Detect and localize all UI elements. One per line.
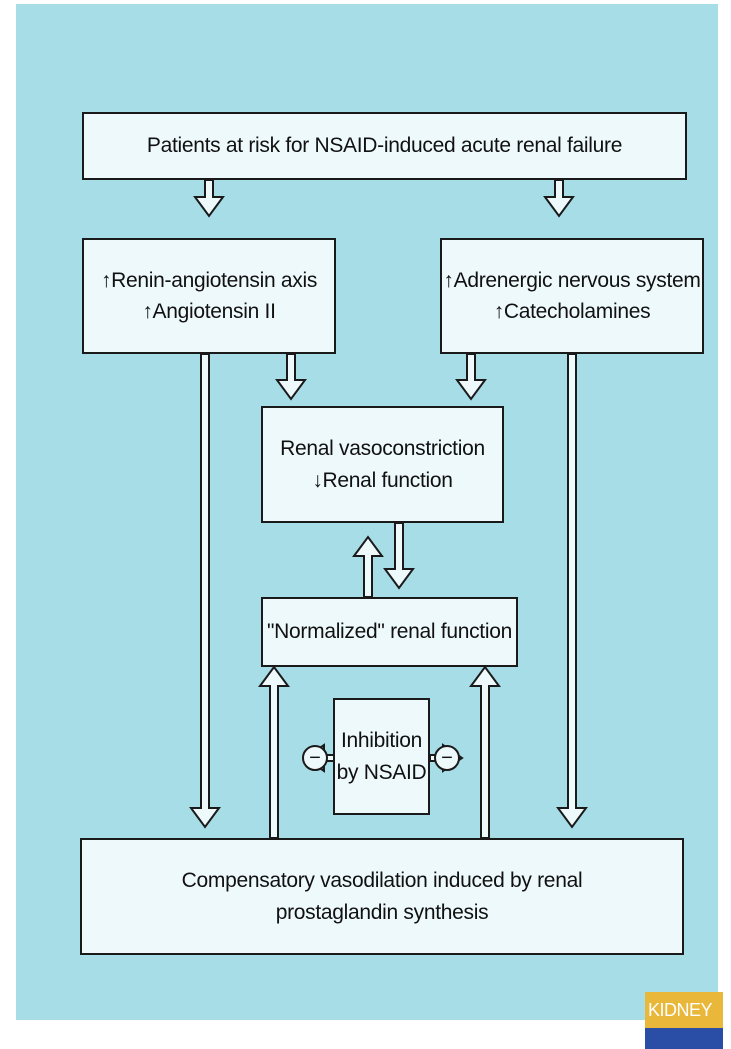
- inhibition-circle-left: [302, 745, 328, 771]
- inhibition-symbol-left: −: [309, 747, 321, 769]
- arrow-right-to-vaso: [455, 353, 487, 401]
- renal-function-decrease-label: ↓Renal function: [312, 468, 453, 492]
- adrenergic-label: ↑Adrenergic nervous system: [443, 268, 701, 292]
- box-adrenergic: ↑Adrenergic nervous system ↑Catecholamin…: [440, 238, 704, 354]
- kidney-book-logo: KIDNEY: [645, 992, 723, 1049]
- arrow-vaso-to-normalized: [383, 522, 415, 590]
- box-patients-at-risk: Patients at risk for NSAID-induced acute…: [82, 112, 687, 180]
- arrow-bottom-to-normalized-left: [258, 665, 290, 839]
- catecholamines-label: ↑Catecholamines: [493, 300, 651, 323]
- box-normalized-renal-function: "Normalized" renal function: [261, 597, 518, 667]
- arrow-right-to-bottom: [556, 353, 588, 829]
- inhibition-circle-right: [434, 745, 460, 771]
- box-patients-at-risk-text: Patients at risk for NSAID-induced acute…: [146, 134, 623, 158]
- normalized-renal-function-label: "Normalized" renal function: [267, 620, 512, 644]
- arrow-bottom-to-normalized-right: [469, 665, 501, 839]
- box-renin-angiotensin: ↑Renin-angiotensin axis ↑Angiotensin II: [82, 238, 336, 354]
- inhibition-symbol-right: −: [441, 747, 453, 769]
- box-inhibition-by-nsaid: Inhibition by NSAID: [333, 698, 430, 815]
- arrow-normalized-to-vaso: [352, 535, 384, 598]
- prostaglandin-synthesis-label: prostaglandin synthesis: [275, 900, 489, 924]
- compensatory-vasodilation-label: Compensatory vasodilation induced by ren…: [181, 869, 583, 892]
- box-compensatory-vasodilation: Compensatory vasodilation induced by ren…: [80, 838, 684, 955]
- box-renal-vasoconstriction: Renal vasoconstriction ↓Renal function: [261, 406, 504, 523]
- by-nsaid-label: by NSAID: [336, 760, 427, 784]
- renin-angiotensin-label: ↑Renin-angiotensin axis: [100, 268, 318, 292]
- arrow-top-to-left: [193, 179, 225, 218]
- angiotensin-ii-label: ↑Angiotensin II: [142, 300, 276, 323]
- arrow-left-to-bottom: [189, 353, 221, 829]
- renal-vasoconstriction-label: Renal vasoconstriction: [280, 437, 485, 460]
- arrow-top-to-right: [543, 179, 575, 218]
- kidney-logo-text: KIDNEY: [648, 1000, 713, 1020]
- arrow-left-to-vaso: [275, 353, 307, 401]
- inhibition-label: Inhibition: [340, 729, 423, 752]
